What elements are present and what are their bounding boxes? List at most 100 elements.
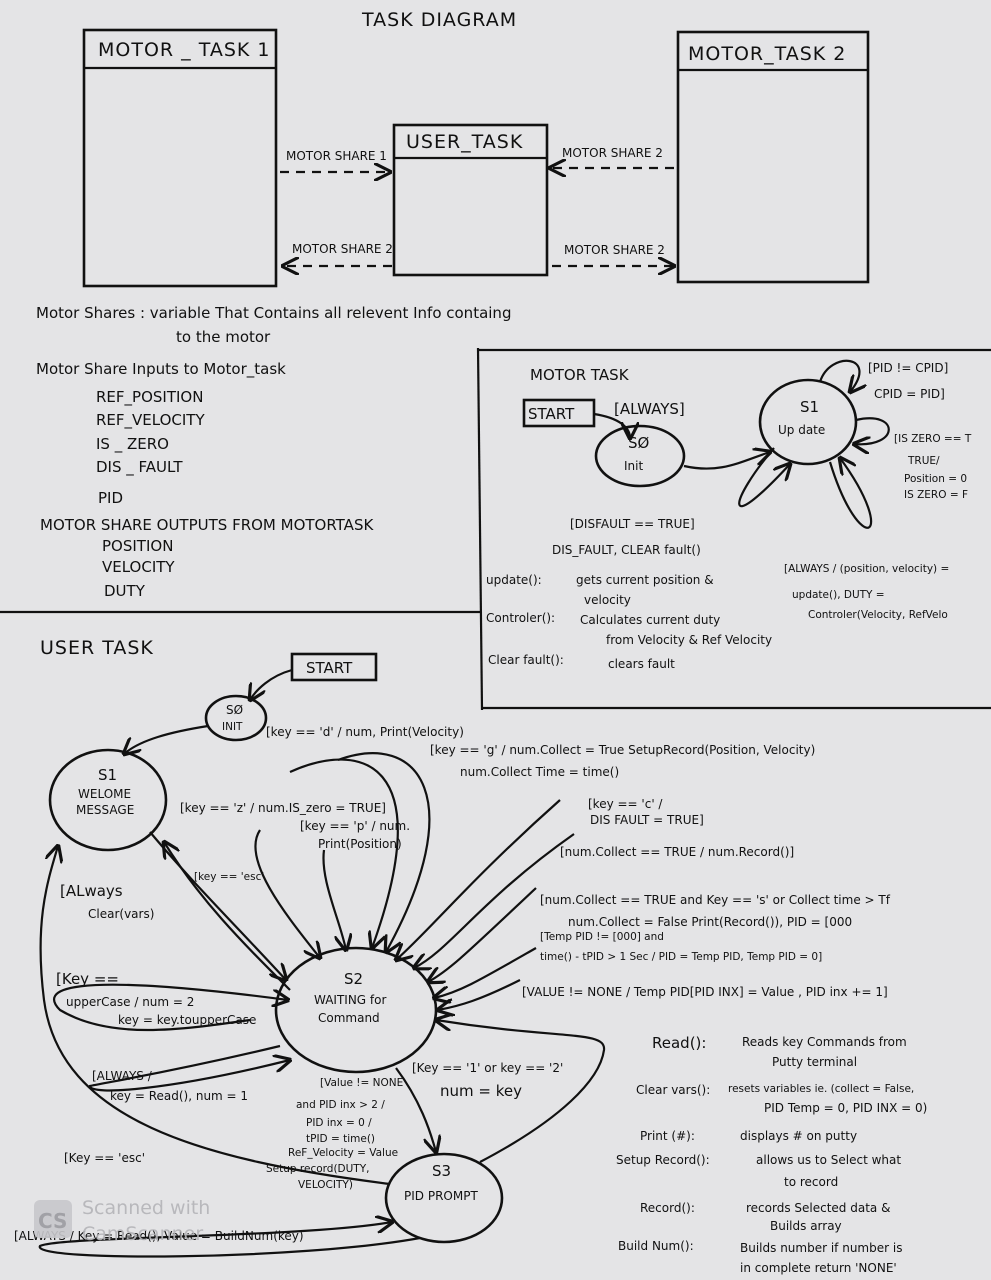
motor-legend-desc: clears fault <box>608 657 675 671</box>
motor-task-2-label: MOTOR_TASK 2 <box>688 43 846 65</box>
user-c-line1: [key == 'c' / <box>588 797 663 811</box>
output-item: DUTY <box>104 582 146 600</box>
svg-text:PID PROMPT: PID PROMPT <box>404 1189 478 1203</box>
input-item: DIS _ FAULT <box>96 458 183 477</box>
share-1-top-label: MOTOR SHARE 1 <box>286 149 387 163</box>
user-task-label: USER_TASK <box>406 131 523 153</box>
motor-legend-desc: from Velocity & Ref Velocity <box>606 633 772 647</box>
svg-text:Init: Init <box>624 459 643 473</box>
user-p-line2: Print(Position) <box>318 837 402 851</box>
user-state-s3: S3 PID PROMPT <box>384 1152 504 1244</box>
user-legend-desc: to record <box>784 1175 838 1189</box>
user-legend-fn: Print (#): <box>640 1129 695 1143</box>
motor-always-line1: [ALWAYS / (position, velocity) = <box>784 563 949 575</box>
user-upper-line3: key = key.toupperCase <box>118 1013 256 1027</box>
user-p-line1: [key == 'p' / num. <box>300 819 410 833</box>
watermark-badge: CS <box>38 1209 67 1233</box>
user-legend-desc: Putty terminal <box>772 1055 857 1069</box>
user-val-label: [VALUE != NONE / Temp PID[PID INX] = Val… <box>522 985 888 999</box>
motor-iszero-loop <box>854 417 890 444</box>
svg-text:MESSAGE: MESSAGE <box>76 803 134 817</box>
user-task-box: USER_TASK <box>392 123 549 277</box>
user-s2-to-s3-arrow <box>395 1067 436 1152</box>
motor-disfault-line1: [DISFAULT == TRUE] <box>570 517 695 531</box>
user-always-bottom: [ALWAYS / Key = Read(), Value = BuildNum… <box>14 1229 304 1243</box>
input-item: REF_VELOCITY <box>96 411 205 430</box>
user-legend-fn: Clear vars(): <box>636 1083 710 1097</box>
motor-s0-to-s1-arrow <box>683 452 770 470</box>
motor-state-s1: S1 Up date <box>758 378 858 466</box>
svg-text:INIT: INIT <box>222 721 243 733</box>
user-legend-desc: Reads key Commands from <box>742 1035 907 1049</box>
user-always-clear-line2: Clear(vars) <box>88 907 154 921</box>
motor-disfault-line2: DIS_FAULT, CLEAR fault() <box>552 543 701 557</box>
motor-always-label: [ALWAYS] <box>614 400 685 418</box>
user-legend-desc: in complete return 'NONE' <box>740 1261 897 1275</box>
shares-desc-line1: Motor Shares : variable That Contains al… <box>36 304 511 322</box>
output-item: VELOCITY <box>102 558 175 576</box>
output-item: POSITION <box>102 537 173 555</box>
user-legend-fn: Setup Record(): <box>616 1153 710 1167</box>
svg-text:WELOME: WELOME <box>78 787 131 801</box>
camscanner-watermark: CS Scanned with CamScanner <box>34 1197 210 1245</box>
svg-text:SØ: SØ <box>628 434 650 452</box>
motor-iszero-line1: [IS ZERO == T <box>894 433 972 445</box>
motor-start-box: START <box>522 398 596 428</box>
motor-always-loop <box>828 458 873 529</box>
user-legend-fn: Build Num(): <box>618 1239 694 1253</box>
user-v-line3: PID inx = 0 / <box>306 1117 372 1129</box>
input-item: IS _ ZERO <box>96 435 169 454</box>
user-s3-self-loop <box>38 1222 421 1258</box>
user-g-line1: [key == 'g' / num.Collect = True SetupRe… <box>430 743 815 757</box>
user-legend-desc: Builds array <box>770 1219 842 1233</box>
watermark-line2: CamScanner <box>82 1223 203 1245</box>
motor-task-2-box: MOTOR_TASK 2 <box>676 30 870 284</box>
user-upper-line1: [Key == <box>56 970 119 988</box>
user-v-line2: and PID inx > 2 / <box>296 1099 385 1111</box>
watermark-line1: Scanned with <box>82 1197 210 1219</box>
user-esc2-label: [Key == 'esc' <box>64 1151 145 1165</box>
svg-text:Up date: Up date <box>778 423 825 437</box>
motor-disfault-loop <box>738 447 790 508</box>
user-state-s0: SØ INIT <box>204 694 268 742</box>
user-v-line7: VELOCITY) <box>298 1179 353 1191</box>
user-s3-to-s1-arrow <box>39 846 391 1186</box>
share-2-bottom-label: MOTOR SHARE 2 <box>564 243 665 257</box>
motor-iszero-line2: TRUE/ <box>907 455 940 467</box>
motor-pid-loop <box>818 359 859 392</box>
user-start-box: START <box>290 652 378 682</box>
motor-legend-fn: Controler(): <box>486 611 555 625</box>
user-k12-line2: num = key <box>440 1082 522 1100</box>
share-1-bottom-label: MOTOR SHARE 2 <box>292 242 393 256</box>
user-state-s1: S1 WELOME MESSAGE <box>48 748 168 852</box>
user-read-line2: key = Read(), num = 1 <box>110 1089 248 1103</box>
motor-legend-desc: Calculates current duty <box>580 613 720 627</box>
motor-iszero-line3: Position = 0 <box>904 473 967 485</box>
user-d-label: [key == 'd' / num, Print(Velocity) <box>266 725 464 739</box>
svg-text:Command: Command <box>318 1011 380 1025</box>
svg-text:WAITING for: WAITING for <box>314 993 386 1007</box>
user-always-clear-line1: [ALways <box>60 882 123 900</box>
user-v-line6: Setup record(DUTY, <box>266 1163 369 1175</box>
user-v-line5: ReF_Velocity = Value <box>288 1147 398 1159</box>
svg-text:S3: S3 <box>432 1162 451 1180</box>
user-tmp-line2: time() - tPID > 1 Sec / PID = Temp PID, … <box>540 951 822 963</box>
share-2-top-label: MOTOR SHARE 2 <box>562 146 663 160</box>
user-s3-to-s2-arrow <box>436 1020 606 1163</box>
section-divider-vertical <box>476 347 484 711</box>
user-legend-desc: PID Temp = 0, PID INX = 0) <box>764 1101 927 1115</box>
svg-text:S1: S1 <box>98 766 117 784</box>
motor-task-1-box: MOTOR _ TASK 1 <box>82 28 278 288</box>
user-tmp-line1: [Temp PID != [000] and <box>540 931 664 943</box>
svg-text:S2: S2 <box>344 970 363 988</box>
user-v-line4: tPID = time() <box>306 1133 375 1145</box>
user-rec-label: [num.Collect == TRUE / num.Record()] <box>560 845 794 859</box>
user-legend-desc: Builds number if number is <box>740 1241 902 1255</box>
motor-always-line2: update(), DUTY = <box>792 589 885 601</box>
user-s2-to-s1-esc-arrow <box>164 842 291 991</box>
motor-legend-fn: Clear fault(): <box>488 653 564 667</box>
input-item: PID <box>98 489 123 507</box>
user-z-label: [key == 'z' / num.IS_zero = TRUE] <box>180 801 386 815</box>
motor-task-1-label: MOTOR _ TASK 1 <box>98 39 270 61</box>
motor-legend-desc: velocity <box>584 593 631 607</box>
